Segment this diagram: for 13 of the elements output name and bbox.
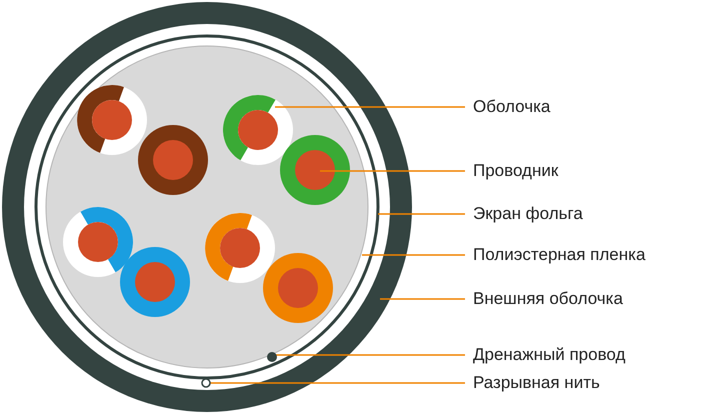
leader-line bbox=[274, 354, 465, 356]
leader-line bbox=[275, 106, 465, 108]
leader-line bbox=[320, 170, 465, 172]
part-label: Оболочка bbox=[473, 97, 550, 117]
part-label: Дренажный провод bbox=[473, 345, 626, 365]
part-label: Экран фольга bbox=[473, 204, 583, 224]
leader-line bbox=[362, 254, 465, 256]
leader-line bbox=[378, 213, 465, 215]
part-label: Проводник bbox=[473, 161, 558, 181]
part-label: Внешняя оболочка bbox=[473, 289, 623, 309]
part-label: Разрывная нить bbox=[473, 373, 600, 393]
part-label: Полиэстерная пленка bbox=[473, 245, 646, 265]
leader-line bbox=[380, 298, 465, 300]
